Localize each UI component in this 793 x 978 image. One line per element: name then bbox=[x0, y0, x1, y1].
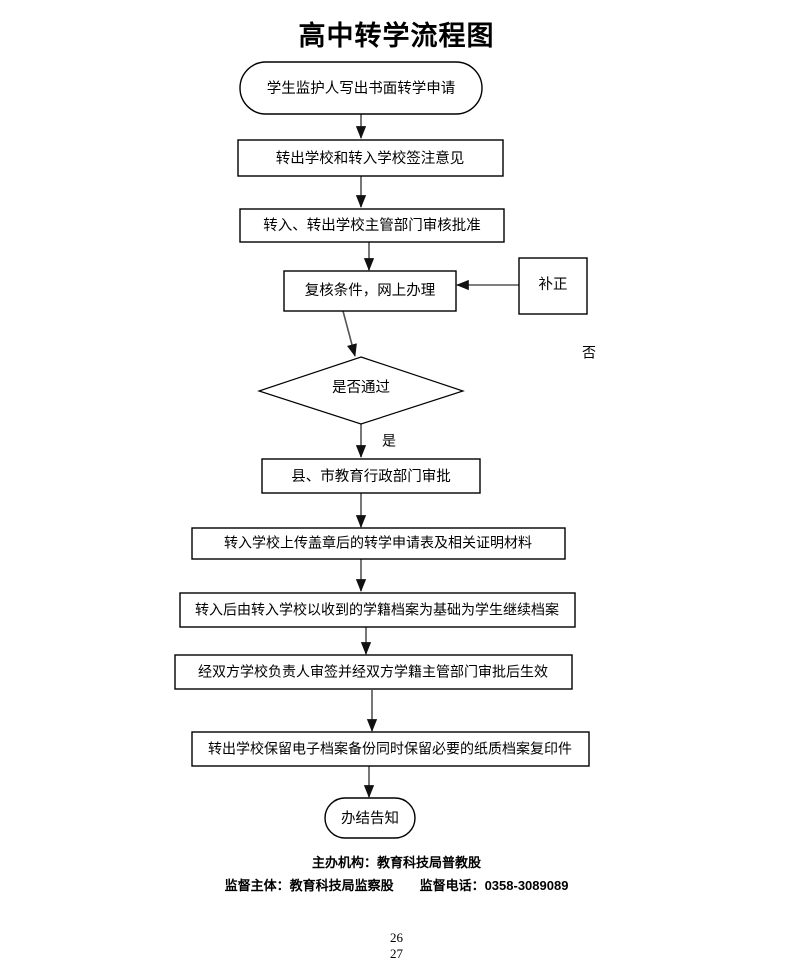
footer-line-organizer: 主办机构：教育科技局普教股 bbox=[311, 855, 481, 870]
node-archive[interactable]: 转入后由转入学校以收到的学籍档案为基础为学生继续档案 bbox=[179, 592, 576, 628]
node-sign-shape bbox=[237, 139, 504, 177]
node-sign[interactable]: 转出学校和转入学校签注意见 bbox=[237, 139, 504, 177]
node-start-label: 学生监护人写出书面转学申请 bbox=[267, 80, 456, 97]
node-sign-label: 转出学校和转入学校签注意见 bbox=[276, 149, 465, 167]
node-start[interactable]: 学生监护人写出书面转学申请 bbox=[239, 61, 483, 115]
node-archive-label: 转入后由转入学校以收到的学籍档案为基础为学生继续档案 bbox=[195, 602, 559, 618]
node-approve[interactable]: 转入、转出学校主管部门审核批准 bbox=[239, 208, 505, 243]
branch-label-no: 否 bbox=[582, 345, 596, 361]
node-review[interactable]: 复核条件，网上办理 bbox=[283, 270, 457, 312]
node-start-shape bbox=[239, 61, 483, 115]
node-bureau[interactable]: 县、市教育行政部门审批 bbox=[261, 458, 481, 494]
node-correction[interactable]: 补正 bbox=[518, 257, 588, 315]
node-correction-shape bbox=[518, 257, 588, 315]
node-backup[interactable]: 转出学校保留电子档案备份同时保留必要的纸质档案复印件 bbox=[191, 731, 590, 767]
node-end-label: 办结告知 bbox=[341, 810, 399, 827]
page-numbers: 26 27 bbox=[0, 930, 793, 963]
node-end-shape bbox=[324, 797, 416, 839]
node-backup-label: 转出学校保留电子档案备份同时保留必要的纸质档案复印件 bbox=[208, 741, 572, 757]
node-review-shape bbox=[283, 270, 457, 312]
node-approve-shape bbox=[239, 208, 505, 243]
footer-supervisor-body: 监督主体：教育科技局监察股 bbox=[224, 877, 394, 893]
node-approve-label: 转入、转出学校主管部门审核批准 bbox=[263, 217, 481, 234]
node-bureau-label: 县、市教育行政部门审批 bbox=[291, 468, 451, 485]
node-decision-label: 是否通过 bbox=[332, 379, 390, 396]
node-effective-label: 经双方学校负责人审签并经双方学籍主管部门审批后生效 bbox=[198, 664, 548, 680]
node-bureau-shape bbox=[261, 458, 481, 494]
node-upload[interactable]: 转入学校上传盖章后的转学申请表及相关证明材料 bbox=[191, 527, 566, 560]
node-upload-shape bbox=[191, 527, 566, 560]
connector-review-to-decision bbox=[342, 310, 357, 357]
node-decision-shape bbox=[257, 356, 465, 425]
connector-group bbox=[342, 114, 519, 798]
page-title: 高中转学流程图 bbox=[298, 21, 495, 51]
footer-line-supervision: 监督主体：教育科技局监察股 监督电话：0358-3089089 bbox=[0, 875, 793, 898]
page-number-first: 26 bbox=[390, 930, 403, 945]
node-upload-label: 转入学校上传盖章后的转学申请表及相关证明材料 bbox=[224, 535, 532, 551]
branch-label-yes: 是 bbox=[382, 433, 396, 449]
node-archive-shape bbox=[179, 592, 576, 628]
node-decision[interactable]: 是否通过 bbox=[257, 356, 465, 425]
node-backup-shape bbox=[191, 731, 590, 767]
footer: 主办机构：教育科技局普教股 监督主体：教育科技局监察股 监督电话：0358-308… bbox=[0, 852, 793, 898]
node-review-label: 复核条件，网上办理 bbox=[305, 281, 436, 299]
node-end[interactable]: 办结告知 bbox=[324, 797, 416, 839]
footer-supervisor-phone: 监督电话：0358-3089089 bbox=[419, 877, 569, 893]
node-effective[interactable]: 经双方学校负责人审签并经双方学籍主管部门审批后生效 bbox=[174, 654, 573, 690]
node-effective-shape bbox=[174, 654, 573, 690]
node-correction-label: 补正 bbox=[539, 276, 568, 293]
page-number-second: 27 bbox=[390, 946, 403, 962]
